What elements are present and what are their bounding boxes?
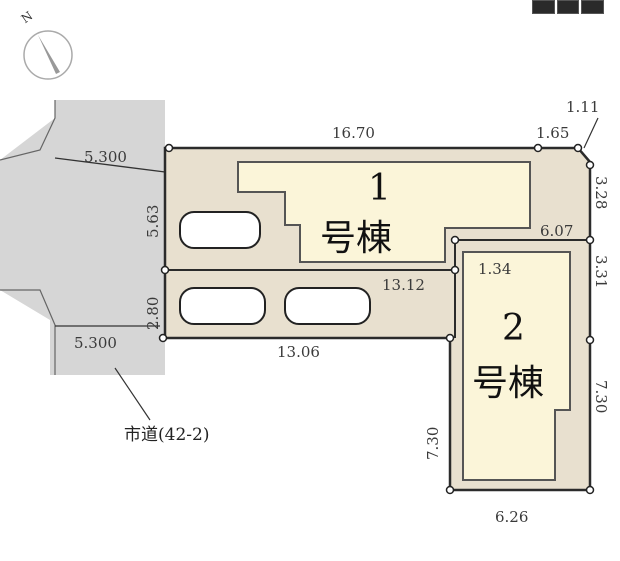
dim-bottom-width: 6.26 — [495, 508, 528, 526]
building-1-label: 号棟 — [320, 218, 392, 259]
toolbar-icons — [532, 0, 605, 14]
dim-road-width-upper: 5.300 — [84, 148, 127, 166]
dim-inner-step-small: 1.34 — [478, 260, 511, 278]
dim-corner-chamfer: 1.11 — [566, 98, 599, 116]
building-2: 2 号棟 — [462, 251, 571, 481]
building-1-number: 1 — [368, 168, 391, 209]
compass-icon: N — [19, 9, 73, 80]
dim-left-lower: 7.30 — [424, 427, 442, 460]
image-icon[interactable] — [532, 0, 555, 14]
compass-north-label: N — [19, 9, 36, 26]
dim-right-middle: 3.31 — [592, 255, 610, 288]
dim-right-lower: 7.30 — [592, 380, 610, 413]
dim-inner-step-width: 6.07 — [540, 222, 573, 240]
dim-left-frontage: 2.80 — [144, 297, 162, 330]
road-label: 市道(42-2) — [124, 425, 209, 445]
dim-lower-width: 13.06 — [277, 343, 320, 361]
dim-middle-width: 13.12 — [382, 276, 425, 294]
dim-left-upper: 5.63 — [144, 205, 162, 238]
building-2-label: 号棟 — [472, 363, 544, 404]
dimension-labels: 16.70 1.65 1.11 3.28 6.07 3.31 1.34 13.1… — [74, 98, 610, 526]
dim-road-width-lower: 5.300 — [74, 334, 117, 352]
image-icon[interactable] — [556, 0, 580, 14]
road — [0, 100, 166, 421]
image-icon[interactable] — [581, 0, 605, 14]
building-1: 1 号棟 — [237, 161, 531, 263]
car-icon — [179, 211, 371, 325]
boundary-markers — [158, 143, 595, 495]
building-2-number: 2 — [502, 308, 525, 349]
dim-top-width: 16.70 — [332, 124, 375, 142]
dim-right-upper: 3.28 — [592, 176, 610, 209]
dim-top-right: 1.65 — [536, 124, 569, 142]
